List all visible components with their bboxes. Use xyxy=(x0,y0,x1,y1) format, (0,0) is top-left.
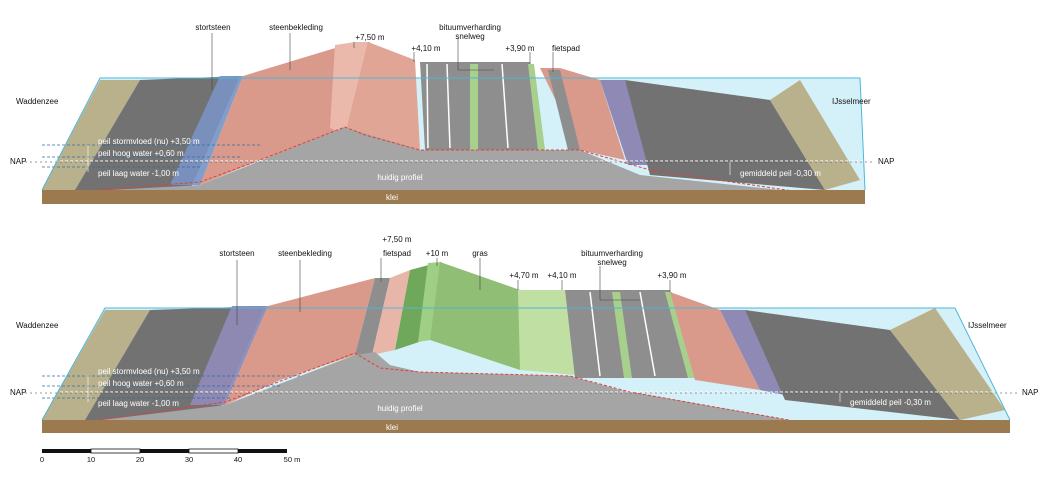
label-level-10: +10 m xyxy=(426,249,449,258)
grass-berm xyxy=(518,290,575,375)
scale-bar-segment xyxy=(140,449,189,453)
label-nap: NAP xyxy=(10,157,26,166)
label-top-level: +7,50 m xyxy=(382,235,411,244)
scale-bar-segment xyxy=(90,448,141,454)
core-profile xyxy=(75,127,800,192)
label-right-sea: IJsselmeer xyxy=(832,97,871,106)
label-current-profile: huidig profiel xyxy=(377,173,423,182)
grass-slope xyxy=(430,262,520,370)
label-nap-right: NAP xyxy=(878,157,894,166)
sand-right xyxy=(770,80,860,190)
scale-bar-segment xyxy=(188,448,239,454)
scale-tick-label: 40 xyxy=(234,455,242,464)
bike-path xyxy=(548,70,580,150)
label-storm-level: peil stormvloed (nu) +3,50 m xyxy=(98,367,200,376)
current-profile-line xyxy=(74,126,801,193)
scale-bar-segment xyxy=(42,449,91,453)
road-grass-strip-2 xyxy=(528,64,545,150)
label-mean-level: gemiddeld peil -0,30 m xyxy=(740,169,821,178)
label-fietspad: fietspad xyxy=(383,249,411,258)
label-mean-level: gemiddeld peil -0,30 m xyxy=(850,398,931,407)
diagram-proposed xyxy=(25,258,1018,433)
scale-tick-label: 0 xyxy=(40,455,44,464)
scale-tick-label: 20 xyxy=(136,455,144,464)
label-level-410: +4,10 m xyxy=(547,271,576,280)
revetment-slope xyxy=(225,278,375,405)
label-bitumen: bituumverharding xyxy=(581,249,643,258)
bike-path xyxy=(355,278,390,355)
label-level-390: +3,90 m xyxy=(657,271,686,280)
label-top-level: +7,50 m xyxy=(355,33,384,42)
rock-purple xyxy=(600,80,650,165)
label-fietspad: fietspad xyxy=(552,44,580,53)
rock-blue xyxy=(170,76,243,185)
label-current-profile: huidig profiel xyxy=(377,404,423,413)
sand-left xyxy=(42,310,150,420)
label-stortsteen: stortsteen xyxy=(195,23,230,32)
label-nap-right: NAP xyxy=(1022,388,1038,397)
sand-left xyxy=(42,80,140,190)
scale-bar xyxy=(42,448,287,454)
label-gras: gras xyxy=(472,249,488,258)
label-level-410: +4,10 m xyxy=(411,44,440,53)
road-grass-strip-2 xyxy=(665,292,696,378)
label-level-390: +3,90 m xyxy=(505,44,534,53)
scale-tick-label: 50 m xyxy=(284,455,301,464)
core-profile xyxy=(85,352,800,422)
grass-light-band xyxy=(418,262,442,342)
label-right-sea: IJsselmeer xyxy=(968,321,1007,330)
scale-tick-label: 30 xyxy=(185,455,193,464)
label-steenbekleding: steenbekleding xyxy=(278,249,332,258)
revetment-light-band xyxy=(372,270,410,355)
label-level-470: +4,70 m xyxy=(509,271,538,280)
rock-purple-right xyxy=(720,310,785,395)
label-low-level: peil laag water -1,00 m xyxy=(98,169,179,178)
label-bitumen: bituumverharding xyxy=(439,23,501,32)
diagram-current xyxy=(25,33,875,204)
road-grass-strip xyxy=(612,292,632,378)
label-snelweg: snelweg xyxy=(455,32,484,41)
label-nap: NAP xyxy=(10,388,26,397)
label-stortsteen: stortsteen xyxy=(219,249,254,258)
clay-layer xyxy=(42,190,865,204)
label-clay: klei xyxy=(386,193,398,202)
rock-purple xyxy=(190,306,268,405)
road-marking xyxy=(426,63,429,149)
label-low-level: peil laag water -1,00 m xyxy=(98,399,179,408)
revetment-right xyxy=(670,292,760,390)
road-surface xyxy=(420,62,545,150)
scale-bar-segment xyxy=(238,449,287,453)
revetment-light-band xyxy=(330,42,368,135)
current-profile-line xyxy=(84,352,801,423)
label-left-sea: Waddenzee xyxy=(16,321,59,330)
label-high-level: peil hoog water +0,60 m xyxy=(98,379,184,388)
label-steenbekleding: steenbekleding xyxy=(269,23,323,32)
label-high-level: peil hoog water +0,60 m xyxy=(98,149,184,158)
stone-right xyxy=(625,80,825,190)
road-marking xyxy=(639,291,656,377)
road-marking xyxy=(589,291,601,377)
road-grass-strip xyxy=(470,64,478,150)
label-storm-level: peil stormvloed (nu) +3,50 m xyxy=(98,137,200,146)
clay-layer xyxy=(42,420,1010,433)
label-clay: klei xyxy=(386,423,398,432)
water-outline xyxy=(41,307,1011,421)
label-left-sea: Waddenzee xyxy=(16,97,59,106)
water-outline xyxy=(41,77,866,191)
scale-tick-label: 10 xyxy=(87,455,95,464)
label-snelweg: snelweg xyxy=(597,258,626,267)
revetment-inner xyxy=(345,42,420,150)
